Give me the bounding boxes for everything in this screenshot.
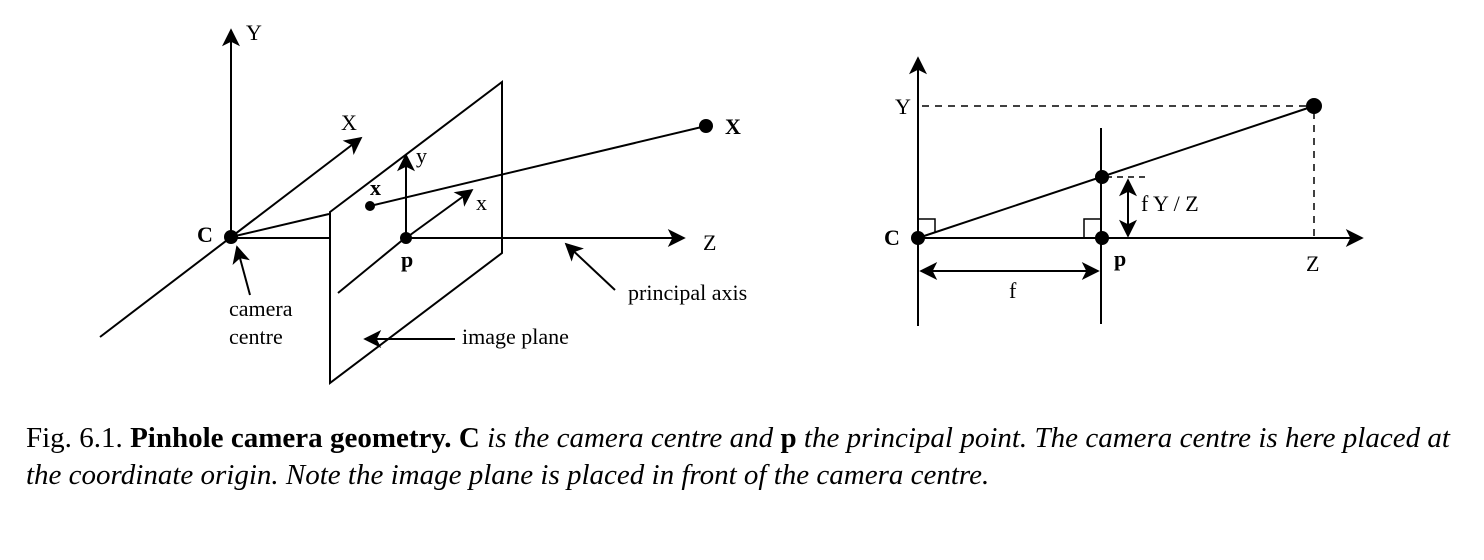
camera-centre-label-1: camera xyxy=(229,296,293,321)
image-x-axis-label: x xyxy=(476,190,487,215)
left-y-label: Y xyxy=(246,20,262,45)
right-image-point-dot xyxy=(1095,170,1109,184)
image-plane xyxy=(329,79,503,386)
right-2d-diagram xyxy=(909,56,1364,326)
image-point-dot xyxy=(365,201,375,211)
camera-centre-symbol: C xyxy=(197,222,213,247)
world-point-dot xyxy=(699,119,713,133)
right-points xyxy=(911,98,1322,245)
principal-point-symbol: p xyxy=(401,247,413,272)
right-y-label: Y xyxy=(895,94,911,119)
pinhole-camera-figure: Y X Z C camera centre x y x p X principa… xyxy=(99,20,1364,386)
right-camera-centre-symbol: C xyxy=(884,225,900,250)
ray-c-to-x xyxy=(230,213,330,238)
projection-formula-label: f Y / Z xyxy=(1141,191,1199,216)
left-x-label: X xyxy=(341,110,357,135)
camera-centre-label-2: centre xyxy=(229,324,283,349)
figure-caption: Fig. 6.1. Pinhole camera geometry. C is … xyxy=(26,420,1450,494)
left-z-label: Z xyxy=(703,230,716,255)
right-projection-ray xyxy=(917,105,1315,239)
principal-axis-label: principal axis xyxy=(628,280,747,305)
caption-fig-number: Fig. 6.1. xyxy=(26,422,123,454)
right-camera-centre-dot xyxy=(911,231,925,245)
caption-text-2: the principal point. The camera centre i… xyxy=(26,422,1450,491)
image-x-axis xyxy=(405,188,474,239)
world-point-symbol: X xyxy=(725,114,741,139)
image-point-symbol: x xyxy=(370,175,381,200)
focal-length-label: f xyxy=(1009,278,1017,303)
caption-title: Pinhole camera geometry. xyxy=(130,422,452,454)
ray-x-to-world xyxy=(369,125,707,207)
right-angle-at-c xyxy=(918,218,936,233)
camera-centre-dot xyxy=(224,230,238,244)
image-plane-x-trace xyxy=(337,237,406,294)
caption-symbol-c: C xyxy=(458,422,480,454)
right-principal-point-dot xyxy=(1095,231,1109,245)
right-world-point-dot xyxy=(1306,98,1322,114)
camera-centre-pointer xyxy=(232,245,251,296)
image-y-axis-label: y xyxy=(416,143,427,168)
caption-text-1: is the camera centre and xyxy=(487,422,774,454)
right-principal-point-symbol: p xyxy=(1114,246,1126,271)
caption-symbol-p: p xyxy=(780,422,797,454)
principal-point-dot xyxy=(400,232,412,244)
right-labels: Y Z C p f f Y / Z xyxy=(884,94,1319,303)
left-points xyxy=(224,119,713,244)
right-z-label: Z xyxy=(1306,251,1319,276)
left-labels: Y X Z C camera centre x y x p X principa… xyxy=(197,20,747,349)
image-plane-label: image plane xyxy=(462,324,569,349)
left-3d-diagram xyxy=(99,28,707,386)
right-angle-at-p xyxy=(1083,218,1101,238)
principal-axis-pointer xyxy=(564,242,616,291)
